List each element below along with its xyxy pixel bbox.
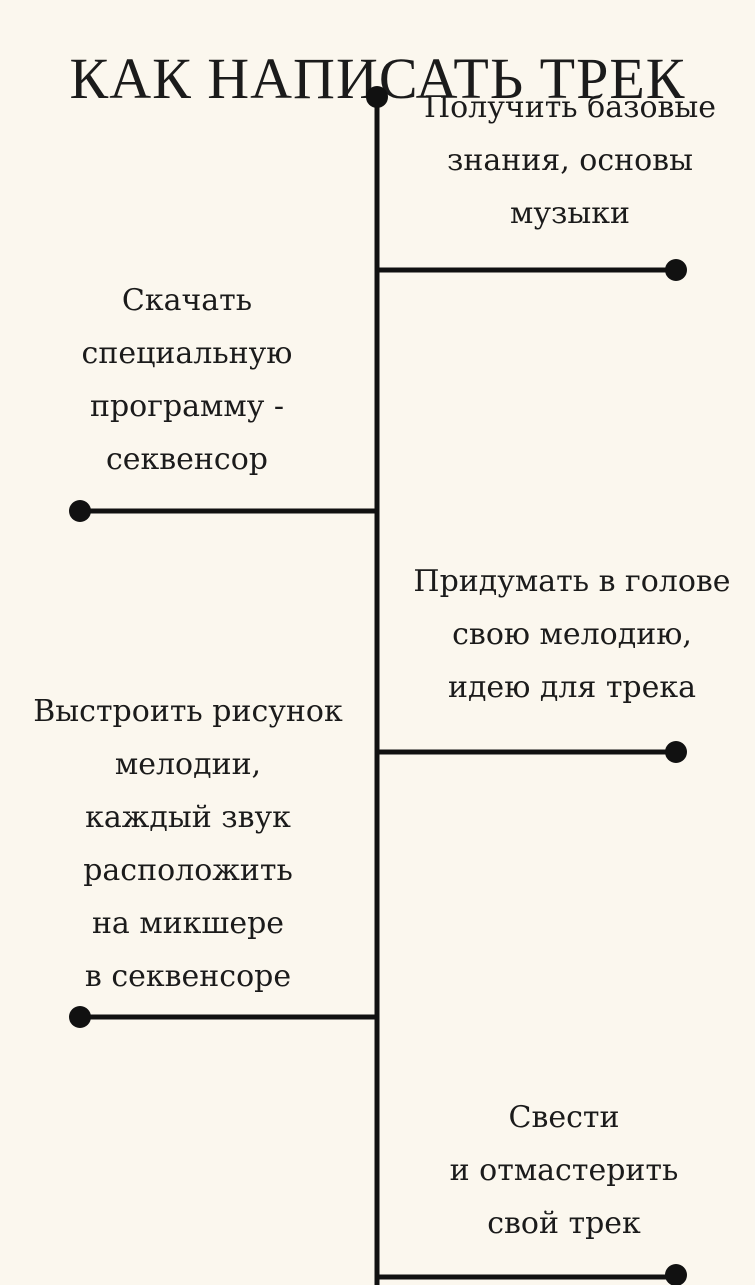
step-3-text: Придумать в голове свою мелодию, идею дл… — [413, 564, 731, 705]
step-5-dot — [665, 1264, 687, 1285]
step-4-text: Выстроить рисунок мелодии, каждый звук р… — [33, 694, 343, 994]
timeline-start-dot — [366, 86, 388, 108]
step-2-text: Скачать специальную программу - секвенсо… — [81, 283, 293, 477]
step-1-text: Получить базовые знания, основы музыки — [423, 90, 717, 231]
step-4-dot — [69, 1006, 91, 1028]
step-3-dot — [665, 741, 687, 763]
step-2-dot — [69, 500, 91, 522]
step-1-dot — [665, 259, 687, 281]
step-5-text: Свести и отмастерить свой трек — [449, 1100, 679, 1241]
